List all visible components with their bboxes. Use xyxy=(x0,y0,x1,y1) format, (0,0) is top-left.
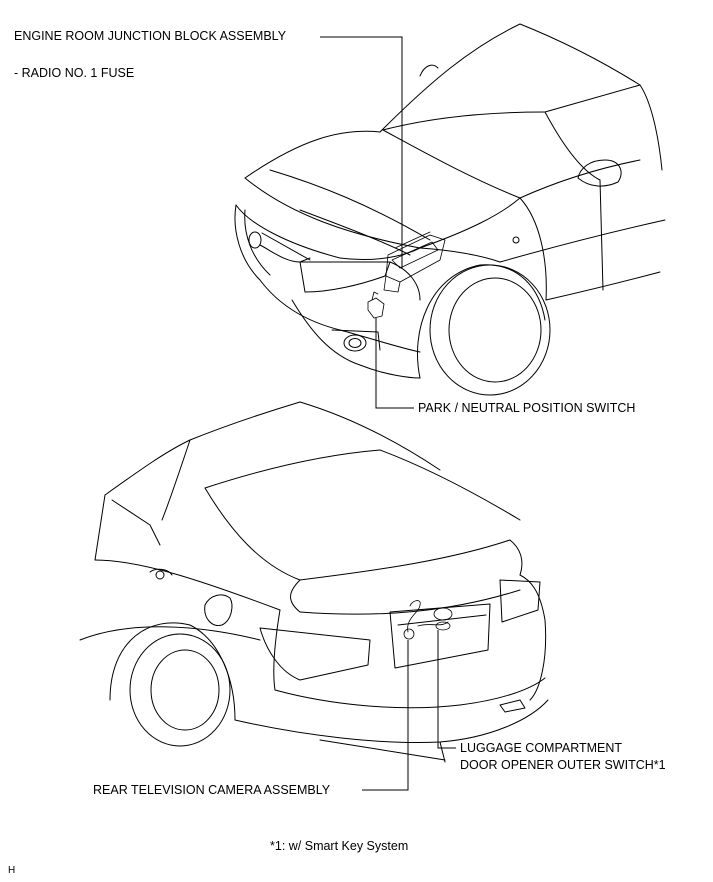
footnote: *1: w/ Smart Key System xyxy=(270,839,409,853)
leader-line-rear-camera xyxy=(362,640,409,791)
luggage-switch-label-line1: LUGGAGE COMPARTMENT xyxy=(460,741,623,755)
figure-code: H xyxy=(8,865,16,876)
leader-line-luggage-switch xyxy=(437,630,456,749)
leader-line-junction-block xyxy=(320,36,403,268)
rear-camera-and-switch-parts xyxy=(403,600,453,640)
luggage-switch-label-line2: DOOR OPENER OUTER SWITCH*1 xyxy=(460,758,666,772)
engine-room-junction-block-label: ENGINE ROOM JUNCTION BLOCK ASSEMBLY xyxy=(14,29,287,43)
front-car-illustration xyxy=(234,23,666,396)
radio-fuse-label: - RADIO NO. 1 FUSE xyxy=(14,66,135,80)
rear-camera-label: REAR TELEVISION CAMERA ASSEMBLY xyxy=(93,783,331,797)
leader-line-park-neutral xyxy=(375,318,414,409)
park-neutral-switch-part xyxy=(367,291,385,319)
park-neutral-switch-label: PARK / NEUTRAL POSITION SWITCH xyxy=(418,401,636,415)
engine-room-junction-block-part xyxy=(383,231,446,293)
rear-car-illustration xyxy=(79,401,549,763)
